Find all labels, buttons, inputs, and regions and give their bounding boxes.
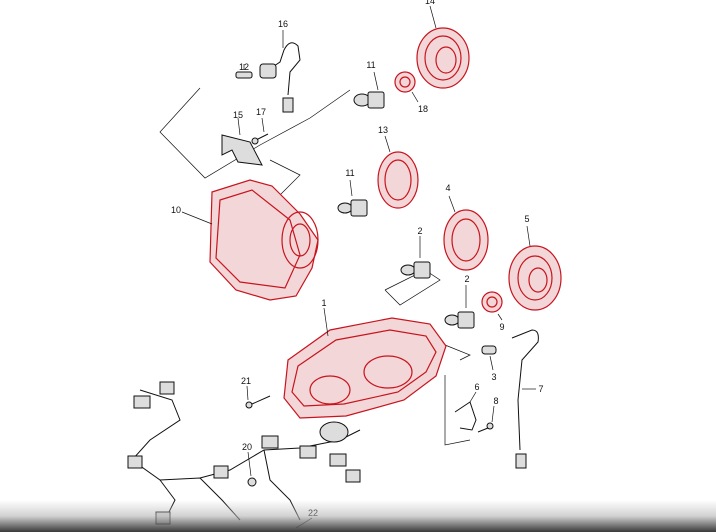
callout-20: 20 xyxy=(242,442,252,452)
callout-17: 17 xyxy=(256,107,266,117)
part-13-ring xyxy=(377,135,419,209)
callout-16: 16 xyxy=(278,19,288,29)
callout-18: 18 xyxy=(418,104,428,114)
part-11-bulb-upper xyxy=(353,71,385,109)
callout-14: 14 xyxy=(425,0,435,6)
part-11-bulb-lower xyxy=(337,179,368,217)
part-17-screw xyxy=(251,117,269,145)
callout-2-lower: 2 xyxy=(464,274,469,284)
callout-21: 21 xyxy=(241,376,251,386)
callout-1: 1 xyxy=(321,298,326,308)
part-4-ring xyxy=(443,195,489,271)
part-2-bulb-upper xyxy=(400,236,431,279)
part-5-cover xyxy=(508,225,562,311)
part-18-socket xyxy=(394,71,419,103)
part-3-bulb xyxy=(481,345,497,371)
part-8-screw xyxy=(477,405,495,433)
part-10-upper-housing xyxy=(181,179,319,301)
callout-15: 15 xyxy=(233,110,243,120)
part-1-main-headlight xyxy=(283,307,447,419)
callout-12: 12 xyxy=(239,62,249,72)
part-14-cover xyxy=(416,5,470,89)
callout-10: 10 xyxy=(171,205,181,215)
callout-13: 13 xyxy=(378,125,388,135)
callout-5: 5 xyxy=(524,214,529,224)
callout-11-upper: 11 xyxy=(366,60,375,70)
callout-7: 7 xyxy=(538,384,543,394)
callout-8: 8 xyxy=(493,396,498,406)
part-9-socket xyxy=(481,291,503,321)
part-2-bulb-lower xyxy=(444,285,475,329)
callout-6: 6 xyxy=(474,382,479,392)
part-12-pin xyxy=(235,64,253,79)
assembly-guide-lines xyxy=(159,87,471,446)
part-6-bracket xyxy=(454,391,477,431)
callout-9: 9 xyxy=(499,322,504,332)
part-15-bracket xyxy=(221,117,263,166)
callout-3: 3 xyxy=(491,372,496,382)
part-20-fastener xyxy=(247,451,257,487)
bottom-shadow xyxy=(0,500,716,532)
part-16-socket-harness xyxy=(259,30,301,113)
callout-11-lower: 11 xyxy=(345,168,354,178)
part-7-cable xyxy=(511,329,539,469)
callout-2-upper: 2 xyxy=(417,226,422,236)
part-21-screw xyxy=(245,385,271,409)
callout-4: 4 xyxy=(445,183,450,193)
